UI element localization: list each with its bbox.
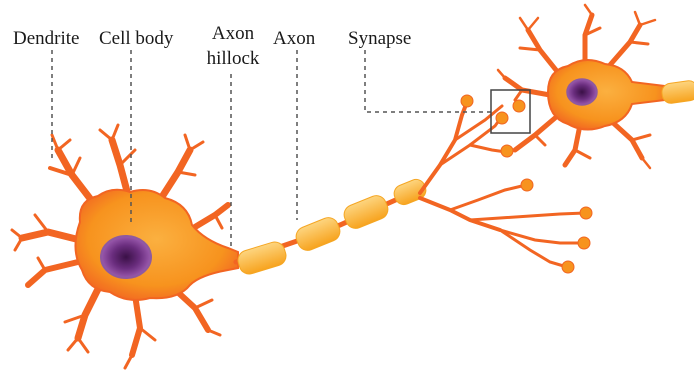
synapse-label: Synapse	[348, 28, 411, 50]
axon-hillock-label-line2: hillock	[203, 48, 263, 70]
right-nucleus	[567, 79, 597, 105]
axon-hillock-label-line1: Axon	[203, 23, 263, 45]
cell-body-label: Cell body	[99, 28, 173, 50]
dendrite-label: Dendrite	[13, 28, 79, 50]
myelin-sheaths	[236, 177, 429, 277]
axon-terminals	[420, 102, 585, 267]
cell-body	[75, 190, 238, 300]
nucleus	[101, 236, 151, 278]
right-cell-body	[548, 60, 665, 130]
axon-label: Axon	[273, 28, 315, 50]
right-axon-myelin	[661, 80, 694, 105]
